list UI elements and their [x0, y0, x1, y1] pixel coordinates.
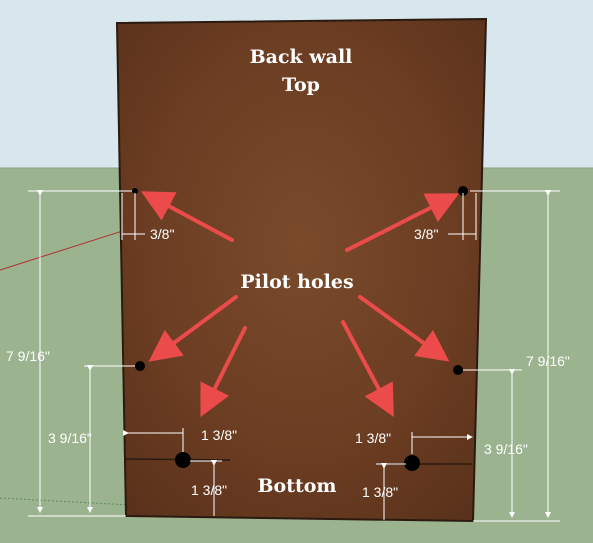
dim-right-inset-label: 3/8" [414, 226, 438, 242]
arrow-bottom-left [200, 326, 247, 418]
arrow-mid-left [148, 295, 238, 362]
dim-left-mid-label: 3 9/16" [48, 430, 92, 446]
guide-line-green [0, 497, 131, 506]
pilot-hole-top-left [132, 188, 138, 194]
dim-bottom-left-v-label: 1 3/8" [191, 482, 227, 498]
dim-left-total-label: 7 9/16" [6, 348, 50, 364]
dim-bottom-right-h-label: 1 3/8" [355, 430, 391, 446]
dim-right-total-label: 7 9/16" [526, 353, 570, 369]
arrow-top-right [345, 193, 460, 252]
dim-bottom-right-v-label: 1 3/8" [362, 484, 398, 500]
board-title-line1: Back wall [250, 46, 353, 68]
guide-line-red [0, 227, 133, 271]
pilot-holes-label: Pilot holes [240, 271, 353, 293]
pilot-hole-bottom-left [175, 452, 191, 468]
pilot-hole-mid-left [135, 361, 145, 371]
arrow-top-left [140, 191, 234, 242]
board-title-line2: Top [282, 74, 320, 96]
dim-bottom-left-h-label: 1 3/8" [201, 427, 237, 443]
pilot-hole-bottom-right [404, 455, 420, 471]
arrow-mid-right [358, 295, 450, 362]
pilot-hole-mid-right [453, 365, 463, 375]
pilot-hole-top-right [458, 186, 468, 196]
dim-right-mid-label: 3 9/16" [484, 441, 528, 457]
dim-left-inset-label: 3/8" [150, 226, 174, 242]
arrow-bottom-right [341, 320, 394, 418]
bottom-label: Bottom [257, 475, 336, 497]
